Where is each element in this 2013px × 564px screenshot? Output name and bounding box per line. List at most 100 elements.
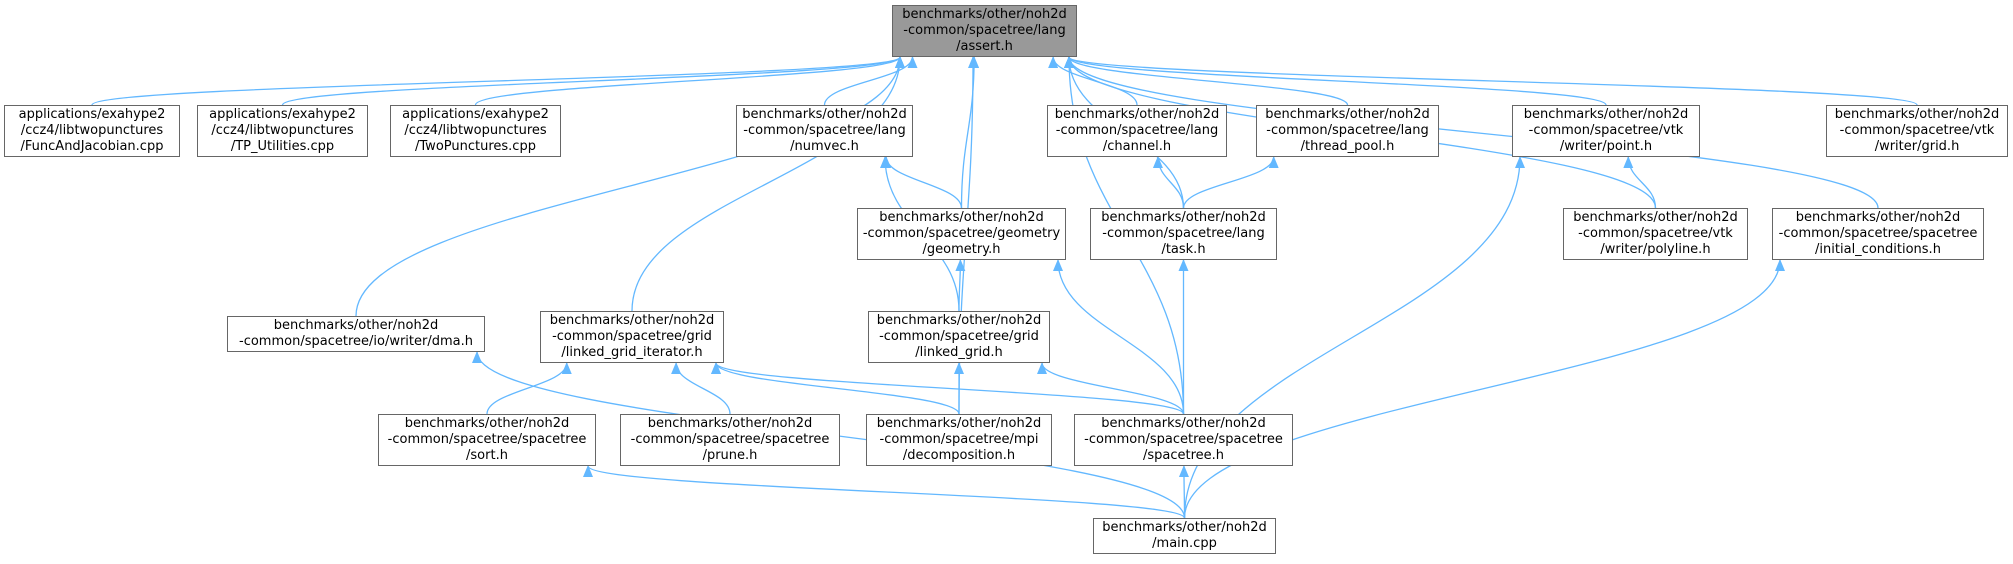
node-threadpool[interactable]: benchmarks/other/noh2d-common/spacetree/… (1256, 105, 1439, 157)
node-label-line: /thread_pool.h (1300, 139, 1395, 154)
node-twopunct[interactable]: applications/exahype2/ccz4/libtwopunctur… (390, 105, 561, 157)
node-label-line: /writer/polyline.h (1600, 242, 1711, 257)
node-label-line: /writer/point.h (1559, 139, 1653, 154)
node-label-line: /channel.h (1102, 139, 1172, 154)
node-label-line: /task.h (1161, 242, 1206, 257)
edge-decomp-to-lgiter (711, 362, 960, 415)
node-task[interactable]: benchmarks/other/noh2d-common/spacetree/… (1090, 208, 1277, 260)
node-label-line: benchmarks/other/noh2d (1265, 107, 1430, 122)
node-label-line: /writer/grid.h (1874, 139, 1960, 154)
edge-lgiter-to-assert (631, 56, 905, 312)
edge-task-to-channel (1152, 156, 1185, 209)
node-label-line: /decomposition.h (902, 448, 1016, 463)
node-initcond[interactable]: benchmarks/other/noh2d-common/spacetree/… (1772, 208, 1984, 260)
node-label-line: -common/spacetree/grid (879, 329, 1039, 344)
node-label-line: benchmarks/other/noh2d (647, 416, 813, 431)
node-label-line: -common/spacetree/geometry (862, 226, 1061, 241)
edge-threadpool-to-assert (1064, 56, 1349, 106)
node-label-line: benchmarks/other/noh2d (1523, 107, 1689, 122)
node-label-line: /initial_conditions.h (1815, 242, 1941, 257)
node-label-line: benchmarks/other/noh2d (1102, 520, 1267, 535)
edge-layer (91, 56, 1918, 519)
node-grid[interactable]: benchmarks/other/noh2d-common/spacetree/… (1826, 105, 2008, 157)
node-label-line: /linked_grid.h (915, 345, 1003, 360)
node-label-line: -common/spacetree/vtk (1528, 123, 1684, 138)
edge-sort-to-lgiter (486, 362, 572, 415)
edge-initcond-to-assert (1064, 56, 1879, 209)
edge-task-to-threadpool (1182, 156, 1279, 209)
node-channel[interactable]: benchmarks/other/noh2d-common/spacetree/… (1047, 105, 1227, 157)
edge-main-to-initcond (1183, 259, 1785, 519)
edge-prune-to-lgiter (671, 362, 731, 415)
node-label-line: benchmarks/other/noh2d (1573, 210, 1738, 225)
node-label-line: /FuncAndJacobian.cpp (20, 139, 164, 154)
node-label-line: benchmarks/other/noh2d (273, 318, 439, 333)
edge-main-to-spacetree (1178, 465, 1189, 519)
node-label-line: benchmarks/other/noh2d (902, 7, 1067, 22)
node-sort[interactable]: benchmarks/other/noh2d-common/spacetree/… (378, 414, 596, 466)
node-label-line: /TP_Utilities.cpp (230, 139, 335, 154)
node-label-line: -common/spacetree/lang (903, 23, 1066, 38)
node-main[interactable]: benchmarks/other/noh2d/main.cpp (1093, 518, 1276, 554)
edge-tputil-to-assert (281, 56, 905, 106)
node-label-line: benchmarks/other/noh2d (879, 210, 1044, 225)
node-label-line: -common/spacetree/io/writer/dma.h (239, 334, 473, 349)
node-label-line: benchmarks/other/noh2d (549, 313, 715, 328)
node-label-line: -common/spacetree/lang (1055, 123, 1219, 138)
node-label-line: /ccz4/libtwopunctures (404, 123, 547, 138)
node-spacetree[interactable]: benchmarks/other/noh2d-common/spacetree/… (1074, 414, 1293, 466)
node-decomp[interactable]: benchmarks/other/noh2d-common/spacetree/… (866, 414, 1052, 466)
edge-main-to-sort (583, 465, 1186, 519)
node-label-line: benchmarks/other/noh2d (742, 107, 907, 122)
edge-funcjac-to-assert (91, 56, 905, 106)
node-label-line: benchmarks/other/noh2d (876, 313, 1042, 328)
node-label-line: benchmarks/other/noh2d (1101, 210, 1266, 225)
node-linkedgrid[interactable]: benchmarks/other/noh2d-common/spacetree/… (868, 311, 1050, 363)
node-label-line: /numvec.h (790, 139, 859, 154)
edge-spacetree-to-linkedgrid (1037, 362, 1185, 415)
node-label-line: /TwoPunctures.cpp (415, 139, 536, 154)
node-label-line: -common/spacetree/grid (552, 329, 712, 344)
node-label-line: /spacetree.h (1142, 448, 1225, 463)
edge-linkedgrid-to-geometry (955, 259, 966, 312)
edge-spacetree-to-geometry (1053, 259, 1185, 415)
edge-twopunct-to-assert (474, 56, 905, 106)
edge-dma-to-assert (355, 56, 905, 317)
node-label-line: /sort.h (466, 448, 508, 463)
node-label-line: benchmarks/other/noh2d (1101, 416, 1266, 431)
node-label-line: /prune.h (702, 448, 758, 463)
edge-point-to-assert (1064, 56, 1607, 106)
node-label-line: /geometry.h (922, 242, 1001, 257)
node-label-line: benchmarks/other/noh2d (1834, 107, 2000, 122)
node-label-line: -common/spacetree/spacetree (1084, 432, 1283, 447)
node-label-line: applications/exahype2 (402, 107, 549, 122)
node-label-line: -common/spacetree/spacetree (387, 432, 587, 447)
node-label-line: /linked_grid_iterator.h (561, 345, 703, 360)
node-label-line: applications/exahype2 (18, 107, 166, 122)
node-label-line: benchmarks/other/noh2d (1795, 210, 1961, 225)
edge-grid-to-assert (1064, 56, 1918, 106)
node-funcjac[interactable]: applications/exahype2/ccz4/libtwopunctur… (4, 105, 180, 157)
edge-polyline-to-point (1623, 156, 1657, 209)
node-label-line: -common/spacetree/lang (743, 123, 906, 138)
node-tputil[interactable]: applications/exahype2/ccz4/libtwopunctur… (197, 105, 368, 157)
node-numvec[interactable]: benchmarks/other/noh2d-common/spacetree/… (736, 105, 913, 157)
node-label-line: /assert.h (956, 39, 1013, 54)
node-label-line: /main.cpp (1152, 536, 1217, 551)
node-label-line: benchmarks/other/noh2d (404, 416, 570, 431)
node-geometry[interactable]: benchmarks/other/noh2d-common/spacetree/… (857, 208, 1066, 260)
node-label-line: applications/exahype2 (209, 107, 356, 122)
node-label-line: -common/spacetree/lang (1102, 226, 1265, 241)
node-lgiter[interactable]: benchmarks/other/noh2d-common/spacetree/… (540, 311, 724, 363)
edge-geometry-to-numvec (881, 156, 963, 209)
node-label-line: -common/spacetree/spacetree (630, 432, 830, 447)
node-dma[interactable]: benchmarks/other/noh2d-common/spacetree/… (227, 316, 485, 352)
node-polyline[interactable]: benchmarks/other/noh2d-common/spacetree/… (1563, 208, 1748, 260)
node-point[interactable]: benchmarks/other/noh2d-common/spacetree/… (1512, 105, 1700, 157)
node-prune[interactable]: benchmarks/other/noh2d-common/spacetree/… (620, 414, 840, 466)
edge-spacetree-to-lgiter (711, 362, 1185, 415)
node-label-line: -common/spacetree/vtk (1578, 226, 1733, 241)
node-label-line: benchmarks/other/noh2d (876, 416, 1042, 431)
root-node-assert: benchmarks/other/noh2d-common/spacetree/… (892, 5, 1077, 57)
